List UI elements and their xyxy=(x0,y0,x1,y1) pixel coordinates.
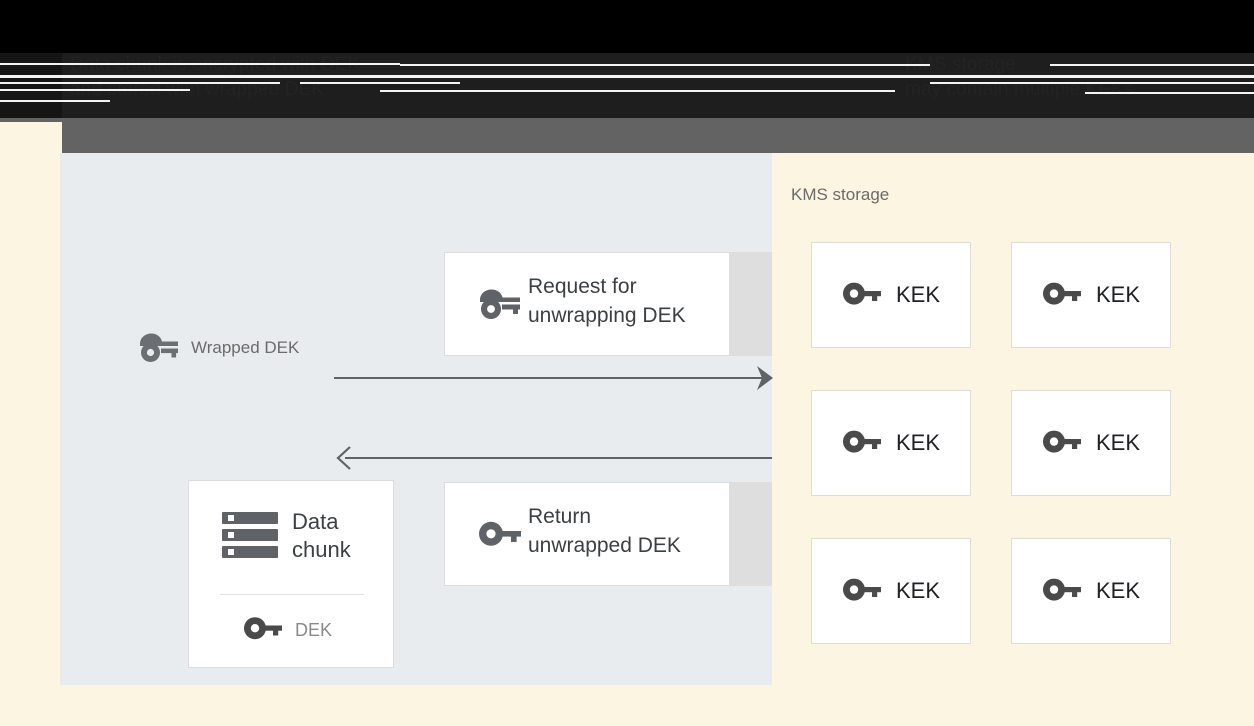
key-icon xyxy=(1042,429,1082,457)
return-arrow-line xyxy=(345,457,772,459)
request-card-shadow xyxy=(730,252,772,356)
scanline-artifact xyxy=(0,82,280,84)
key-icon xyxy=(478,519,522,551)
kek-box[interactable]: KEK xyxy=(1011,538,1171,644)
header-caption-right-line1: KMS storage xyxy=(905,54,1016,75)
data-chunk-label: Data chunk xyxy=(292,509,351,562)
scanline-artifact xyxy=(300,82,460,84)
header-caption-right-line2: may contain multiple KEKs xyxy=(905,79,1134,100)
scanline-artifact xyxy=(1085,92,1254,94)
header-caption-right: KMS storage may contain multiple KEKs xyxy=(905,52,1134,102)
server-storage-icon xyxy=(222,511,278,559)
return-card-label: Return unwrapped DEK xyxy=(528,505,681,557)
scanline-artifact xyxy=(930,82,1254,84)
request-card-label: Request for unwrapping DEK xyxy=(528,275,686,327)
kek-label: KEK xyxy=(1095,282,1141,307)
data-chunk-card[interactable]: Data chunk DEK xyxy=(188,480,394,668)
request-for-unwrapping-dek-card[interactable]: Request for unwrapping DEK xyxy=(444,252,730,356)
scanline-artifact xyxy=(0,100,110,102)
return-card-shadow xyxy=(730,482,772,586)
key-icon xyxy=(842,429,882,457)
scanline-artifact xyxy=(1050,64,1254,66)
return-unwrapped-dek-card[interactable]: Return unwrapped DEK xyxy=(444,482,730,586)
request-arrow-head-icon xyxy=(757,366,773,390)
scanline-artifact xyxy=(380,90,895,92)
wrapped-key-icon xyxy=(478,289,522,321)
return-arrow-head-icon xyxy=(336,446,352,470)
card-divider xyxy=(220,594,364,595)
wrapped-key-icon xyxy=(138,333,180,363)
key-icon xyxy=(842,281,882,309)
header-band-gutter xyxy=(0,122,62,153)
kek-box[interactable]: KEK xyxy=(1011,390,1171,496)
key-icon xyxy=(1042,281,1082,309)
scanline-artifact xyxy=(0,63,400,65)
key-icon xyxy=(243,616,283,644)
kek-label: KEK xyxy=(895,430,941,455)
kek-box[interactable]: KEK xyxy=(811,538,971,644)
kek-label: KEK xyxy=(1095,430,1141,455)
panel-title-kms-storage: KMS storage xyxy=(791,185,890,204)
kek-label: KEK xyxy=(895,578,941,603)
scanline-artifact xyxy=(0,75,1254,78)
key-icon xyxy=(1042,577,1082,605)
kek-label: KEK xyxy=(1095,578,1141,603)
scanline-artifact xyxy=(400,64,930,66)
panel-title-wrapped-dek: Wrapped DEK xyxy=(191,338,300,357)
kek-label: KEK xyxy=(895,282,941,307)
kek-box[interactable]: KEK xyxy=(1011,242,1171,348)
kek-box[interactable]: KEK xyxy=(811,242,971,348)
key-icon xyxy=(842,577,882,605)
header-caption-left-line2: and stored with wrapped DEK xyxy=(70,79,325,100)
wrapped-dek-panel: Wrapped DEK Data chunk xyxy=(60,153,773,685)
request-arrow-line xyxy=(334,377,772,379)
kek-box[interactable]: KEK xyxy=(811,390,971,496)
scanline-artifact xyxy=(0,89,190,91)
header-band-gray xyxy=(0,118,1254,153)
header-band-black xyxy=(0,0,1254,53)
dek-label: DEK xyxy=(295,620,333,640)
